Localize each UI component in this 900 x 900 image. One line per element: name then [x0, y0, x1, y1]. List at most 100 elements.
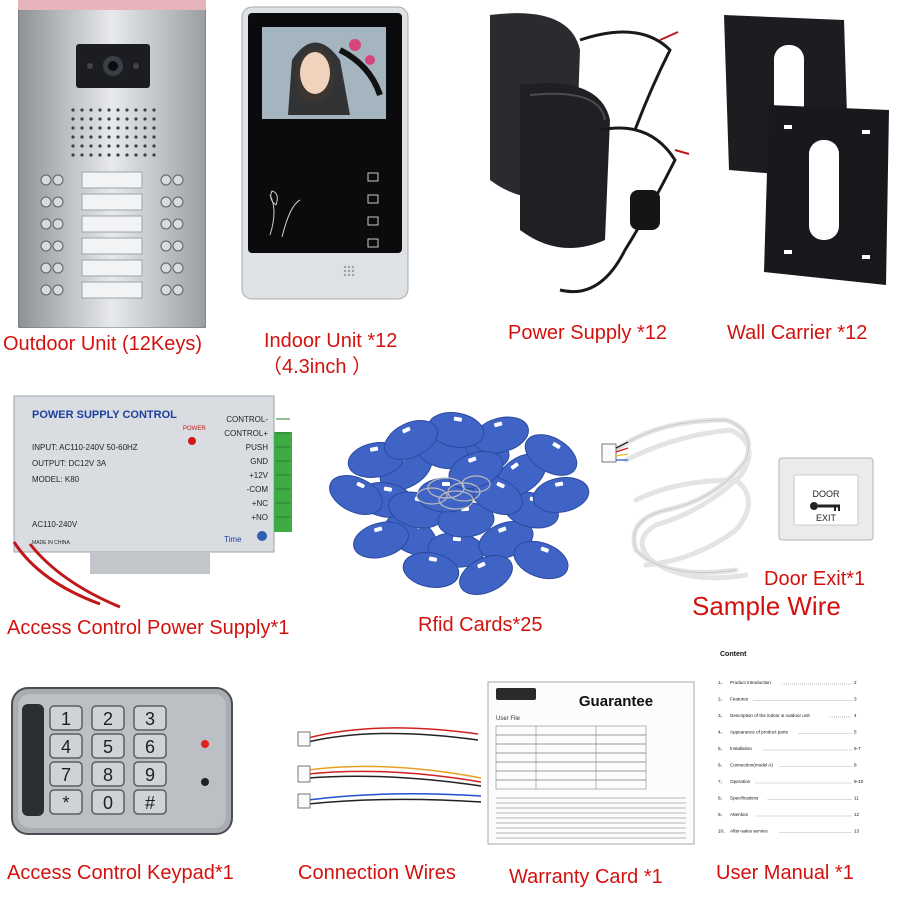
psu-input: INPUT: AC110-240V 50-60HZ [32, 443, 138, 452]
connection-wires-image [296, 720, 486, 810]
access-power-supply-caption: Access Control Power Supply*1 [7, 617, 290, 639]
psu-terminal-label: GND [250, 457, 268, 466]
rfid-cards-image [316, 400, 616, 600]
keypad-key [91, 733, 125, 759]
manual-entry: 3、 Description of the indoor & outdoor un… [718, 713, 857, 718]
key-icon [810, 502, 840, 511]
keypad-key [49, 733, 83, 759]
psu-power-label: POWER [183, 426, 206, 432]
keypad-key [91, 705, 125, 731]
manual-entry-number: 1、 [718, 680, 725, 685]
manual-entry-page: 12 [854, 812, 860, 817]
manual-entry-page: 9-10 [854, 779, 864, 784]
manual-entry-text: After-sales service [730, 829, 768, 834]
keypad-key-label: 9 [145, 765, 155, 785]
keypad-key-label: 5 [103, 737, 113, 757]
keypad-key-label: 4 [61, 737, 71, 757]
indoor-unit-size-caption: （4.3inch ） [262, 356, 373, 378]
manual-entry-text: Operation [730, 779, 751, 784]
manual-entry-text: Description of the indoor & outdoor unit [730, 713, 810, 718]
keypad-key [133, 761, 167, 787]
psu-made-label: MADE IN CHINA [32, 540, 70, 546]
connection-wires-caption: Connection Wires [298, 862, 456, 884]
power-adapter-image [450, 10, 690, 310]
door-exit-image: DOOR EXIT [778, 457, 874, 541]
keypad-key [133, 733, 167, 759]
manual-entry-page: 3 [854, 697, 857, 702]
psu-terminal-label: +NC [252, 499, 268, 508]
psu-model: MODEL: K80 [32, 475, 80, 484]
access-keypad-caption: Access Control Keypad*1 [7, 862, 234, 884]
keypad-key [133, 789, 167, 815]
keypad-key-label: 2 [103, 709, 113, 729]
rfid-card [513, 540, 569, 580]
manual-entry-number: 5、 [718, 746, 725, 751]
psu-time-label: Time [224, 535, 242, 544]
manual-entry-page: 13 [854, 829, 860, 834]
keypad-key [91, 761, 125, 787]
manual-entry-number: 2、 [718, 697, 725, 702]
warranty-subtitle: User File [496, 716, 521, 722]
manual-entry-page: 6-7 [854, 746, 861, 751]
manual-entry-number: 9、 [718, 812, 725, 817]
warranty-card-image: Guarantee User File [486, 680, 696, 846]
manual-entry-number: 7、 [718, 779, 725, 784]
keypad-key [49, 789, 83, 815]
manual-entry-number: 4、 [718, 730, 725, 735]
manual-entry: 9、 Attention 12 [718, 812, 860, 817]
rfid-card [532, 477, 590, 513]
psu-title: POWER SUPPLY CONTROL [32, 409, 177, 421]
access-power-supply-image: POWER SUPPLY CONTROL INPUT: AC110-240V 5… [0, 392, 300, 612]
psu-terminal-label: PUSH [246, 443, 268, 452]
wall-carrier-caption: Wall Carrier *12 [727, 322, 868, 344]
keypad-key-label: # [145, 793, 155, 813]
outdoor-unit-caption: Outdoor Unit (12Keys) [3, 333, 202, 355]
manual-entry-page: 4 [854, 713, 857, 718]
manual-entry-page: 5 [854, 730, 857, 735]
keypad-key [91, 789, 125, 815]
manual-title: Content [720, 651, 747, 658]
manual-entry-page: 8 [854, 763, 857, 768]
psu-terminal-label: CONTROL+ [224, 429, 268, 438]
manual-entry-page: 2 [854, 680, 857, 685]
keypad-key [49, 761, 83, 787]
psu-terminal-label: +NO [251, 513, 268, 522]
keypad-key-label: 0 [103, 793, 113, 813]
psu-ac-label: AC110-240V [32, 520, 78, 529]
indoor-unit-image [240, 5, 410, 301]
keypad-key-label: 1 [61, 709, 71, 729]
indoor-unit-caption: Indoor Unit *12 [264, 330, 398, 352]
sample-wire-image [596, 390, 771, 590]
keypad-key-label: 7 [61, 765, 71, 785]
rfid-card [353, 521, 409, 559]
door-exit-caption: Door Exit*1 [764, 568, 866, 590]
manual-entry-number: 3、 [718, 713, 725, 718]
rfid-card [459, 555, 513, 595]
manual-entry-number: 8、 [718, 796, 725, 801]
keypad-key-label: 6 [145, 737, 155, 757]
manual-entry: 7、 Operation 9-10 [718, 779, 864, 784]
manual-entry: 6、Connection(model A)8 [718, 763, 857, 768]
door-label: DOOR [813, 489, 841, 499]
manual-entry-text: Attention [730, 812, 749, 817]
rfid-card [384, 420, 438, 460]
manual-entry-text: Appearance of product parts [730, 730, 789, 735]
keypad-key-label: 8 [103, 765, 113, 785]
keypad-key [133, 705, 167, 731]
rfid-cards-caption: Rfid Cards*25 [418, 614, 543, 636]
manual-entry: 4、 Appearance of product parts 5 [718, 730, 857, 735]
manual-entry-text: Features [730, 697, 749, 702]
keypad-key-label: 3 [145, 709, 155, 729]
user-manual-caption: User Manual *1 [716, 862, 854, 884]
manual-entry-page: 11 [854, 796, 859, 801]
rfid-card [524, 434, 578, 476]
wall-carrier-image [714, 10, 894, 290]
warranty-title: Guarantee [579, 693, 653, 710]
keypad-key [49, 705, 83, 731]
warranty-card-caption: Warranty Card *1 [509, 866, 663, 888]
